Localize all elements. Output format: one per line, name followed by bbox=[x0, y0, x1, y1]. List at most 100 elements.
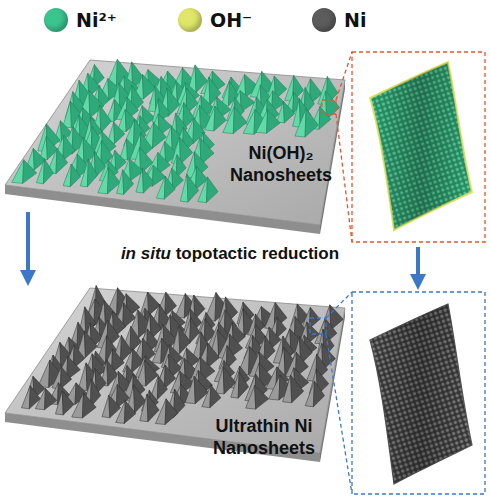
process-label: in situ topotactic reduction bbox=[80, 244, 380, 264]
nanosheet bbox=[43, 159, 53, 184]
nanosheet bbox=[180, 174, 188, 202]
nanosheet bbox=[319, 106, 331, 129]
nanosheet bbox=[142, 168, 153, 193]
nanosheet bbox=[164, 176, 175, 199]
nanosheet bbox=[155, 399, 166, 425]
nanosheet bbox=[72, 393, 84, 418]
nanosheet bbox=[313, 381, 324, 407]
nanosheet bbox=[185, 376, 195, 403]
nanosheet bbox=[179, 326, 191, 354]
nanosheet bbox=[60, 367, 71, 389]
nanosheet bbox=[283, 101, 294, 123]
nanosheet bbox=[156, 176, 165, 199]
legend-swatch bbox=[44, 8, 68, 32]
nanosheet bbox=[100, 105, 111, 133]
stage-label: Ni(OH)₂ Nanosheets bbox=[225, 143, 337, 186]
nanosheet bbox=[246, 385, 256, 409]
nanosheet bbox=[238, 372, 248, 399]
nanosheet bbox=[293, 99, 301, 128]
nanosheet bbox=[36, 159, 44, 184]
legend-item: Ni bbox=[312, 8, 366, 32]
zoom-callout bbox=[310, 292, 485, 494]
nanosheet-array bbox=[12, 59, 340, 202]
nanosheet bbox=[98, 167, 109, 193]
nanosheet bbox=[102, 395, 110, 418]
zoom-callout bbox=[322, 52, 485, 242]
step-text: topotactic reduction bbox=[176, 244, 339, 263]
nanosheet bbox=[305, 381, 314, 407]
nanosheet bbox=[165, 399, 178, 425]
nanosheet bbox=[148, 86, 156, 112]
nanosheet bbox=[210, 385, 221, 408]
nanosheet bbox=[198, 177, 208, 203]
legend-item: OH⁻ bbox=[178, 8, 252, 32]
nanosheet bbox=[114, 122, 125, 143]
nanosheet bbox=[269, 375, 280, 400]
nanosheet bbox=[55, 391, 63, 415]
nanosheet bbox=[202, 385, 211, 408]
nanosheet bbox=[63, 135, 75, 161]
nanosheet bbox=[291, 375, 304, 402]
nanosheet bbox=[23, 160, 37, 184]
nanosheet bbox=[223, 107, 235, 134]
nanosheet bbox=[124, 401, 136, 424]
legend-item: Ni²⁺ bbox=[44, 8, 117, 32]
zoom-sheet bbox=[370, 304, 472, 484]
nanosheet bbox=[330, 305, 344, 330]
legend-text: OH⁻ bbox=[210, 9, 252, 31]
nanosheet bbox=[305, 109, 318, 137]
nanosheet bbox=[62, 391, 74, 415]
nanosheet bbox=[12, 160, 24, 184]
nanosheet bbox=[123, 170, 134, 195]
process-arrow bbox=[416, 247, 420, 282]
nanosheet-array bbox=[21, 286, 343, 425]
nanosheet bbox=[207, 343, 220, 369]
nanosheet bbox=[326, 91, 340, 120]
nanosheet bbox=[214, 106, 226, 131]
nanosheet bbox=[136, 168, 143, 193]
nanosheet bbox=[44, 388, 56, 409]
nanosheet bbox=[63, 101, 72, 127]
nanosheet bbox=[205, 106, 215, 131]
nanosheet bbox=[63, 164, 71, 187]
nanosheet bbox=[283, 375, 292, 402]
nanosheet bbox=[82, 393, 96, 418]
nanosheet bbox=[206, 177, 218, 203]
nanosheet bbox=[116, 401, 126, 424]
nanosheet bbox=[243, 109, 255, 134]
nanosheet bbox=[187, 174, 199, 202]
legend-text: Ni bbox=[344, 9, 366, 31]
nanosheet bbox=[109, 395, 121, 418]
nanosheet bbox=[56, 148, 68, 173]
nanosheet bbox=[267, 110, 281, 134]
nanosheet bbox=[35, 388, 45, 409]
nanosheet bbox=[21, 386, 30, 409]
stage-label: Ultrathin Ni Nanosheets bbox=[198, 416, 330, 459]
nanosheet bbox=[265, 303, 276, 329]
nanosheet bbox=[70, 164, 80, 187]
nanosheet bbox=[231, 372, 239, 399]
nanosheet bbox=[256, 110, 268, 134]
nanosheet bbox=[140, 394, 148, 422]
nanosheet bbox=[157, 376, 167, 400]
legend-swatch bbox=[312, 8, 336, 32]
legend-swatch bbox=[178, 8, 202, 32]
nanosheet bbox=[87, 159, 97, 187]
nanosheet bbox=[216, 367, 225, 394]
substrate-top bbox=[5, 60, 345, 234]
nanosheet bbox=[152, 338, 162, 363]
process-arrow bbox=[26, 212, 30, 278]
nanosheet bbox=[254, 109, 268, 134]
nanosheet bbox=[115, 150, 126, 171]
legend-text: Ni²⁺ bbox=[76, 9, 117, 31]
nanosheet bbox=[80, 159, 88, 187]
nanosheet bbox=[255, 385, 269, 409]
nanosheet bbox=[147, 394, 159, 422]
nanosheet bbox=[180, 137, 193, 164]
nanosheet bbox=[276, 317, 286, 338]
nanosheet bbox=[277, 101, 284, 123]
nanosheet bbox=[295, 109, 306, 137]
substrate-bottom bbox=[5, 288, 345, 462]
zoom-sheet bbox=[370, 62, 472, 230]
